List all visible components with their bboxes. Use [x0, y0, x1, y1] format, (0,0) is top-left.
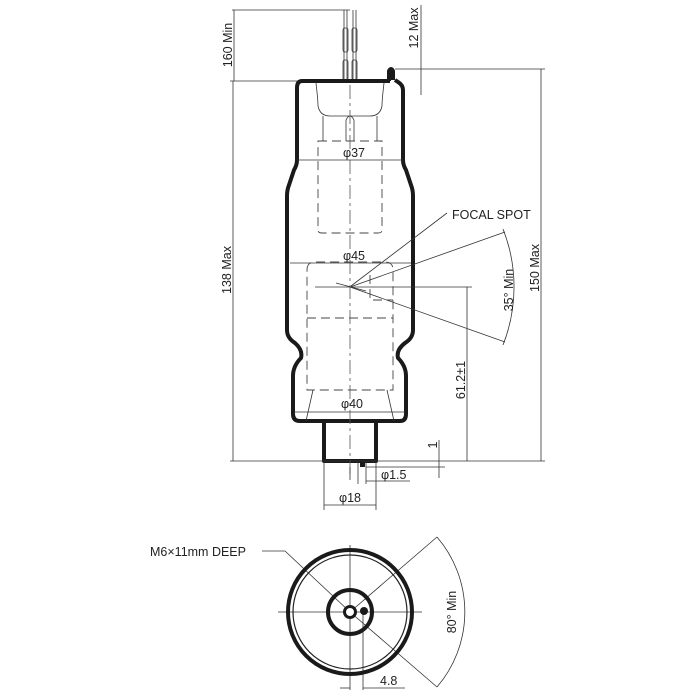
dim-bottom-diameter: φ40 — [341, 397, 363, 411]
pin-dot — [360, 607, 368, 615]
focal-spot-label: FOCAL SPOT — [452, 208, 531, 222]
dim-lead-length: 160 Min — [221, 23, 235, 68]
dim-overall-length: 150 Max — [528, 243, 542, 292]
bottom-view: M6×11mm DEEP 4.8 80° Min — [150, 536, 466, 690]
thread-label: M6×11mm DEEP — [150, 545, 246, 559]
dim-focal-height: 61.2±1 — [454, 361, 468, 399]
dim-body-length: 138 Max — [220, 245, 234, 294]
base-circle — [326, 588, 374, 636]
outer-rim — [286, 548, 414, 676]
bottom-angle-label: 80° Min — [445, 591, 459, 634]
dim-top-diameter: φ37 — [343, 146, 365, 160]
thread-hole — [343, 605, 357, 619]
dim-nub-height: 12 Max — [407, 7, 421, 49]
dim-pin-length: 1 — [426, 441, 440, 448]
dim-pin-diameter: φ1.5 — [381, 468, 407, 482]
pin — [360, 461, 365, 467]
side-view: 160 Min 12 Max 138 Max 150 Max 61.2±1 1 … — [220, 5, 545, 510]
dim-mid-diameter: φ45 — [343, 249, 365, 263]
beam-angle-label: 35° Min — [502, 269, 516, 312]
dim-base-diameter: φ18 — [339, 491, 361, 505]
offset-dim: 4.8 — [380, 674, 397, 688]
leads — [342, 10, 358, 81]
anode-nub — [387, 67, 395, 81]
